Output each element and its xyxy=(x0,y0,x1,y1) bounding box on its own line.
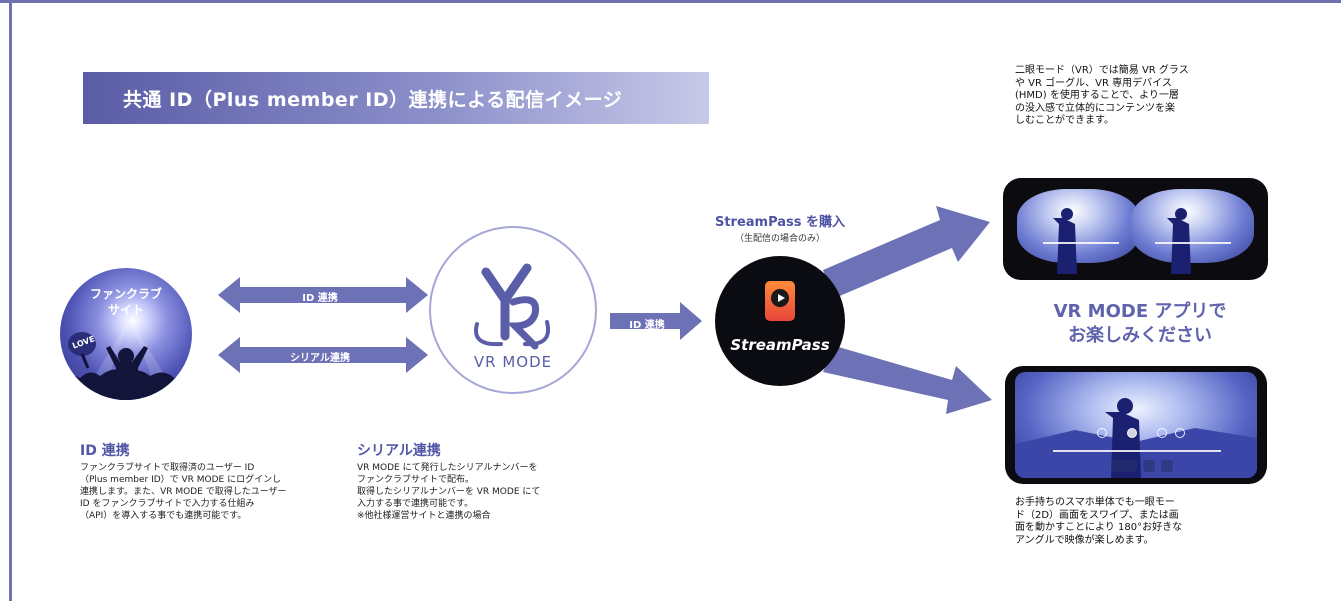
serial-link-description: VR MODE にて発行したシリアルナンバーを ファンクラブサイトで配布。 取得… xyxy=(357,463,541,521)
play-icon[interactable] xyxy=(1127,428,1137,438)
fanclub-site-circle: ファンクラブ サイト LOVE xyxy=(60,268,192,400)
vr-left-eye-view xyxy=(1017,189,1140,263)
id-link-arrow-label: ID 連携 xyxy=(302,293,338,304)
vr-to-streampass-label: ID 連携 xyxy=(629,320,665,331)
serial-link-arrow xyxy=(218,337,428,373)
vr-mode-logo-text: VR MODE xyxy=(473,353,553,371)
play-icon xyxy=(778,294,785,302)
id-link-heading: ID 連携 xyxy=(80,443,130,459)
performer-silhouette-icon xyxy=(1053,208,1191,274)
streampass-subheading: （生配信の場合のみ） xyxy=(734,234,825,244)
single-mode-screen xyxy=(1015,372,1257,478)
to-vr-phone-arrow xyxy=(823,206,990,298)
frame-top-border xyxy=(0,0,1341,3)
single-progress-bar[interactable] xyxy=(1053,450,1221,452)
id-link-arrow xyxy=(218,277,428,313)
vr-mode-phone xyxy=(1003,178,1268,280)
vr-right-progress-bar[interactable] xyxy=(1155,242,1231,244)
id-link-description: ファンクラブサイトで取得済のユーザー ID （Plus member ID）で … xyxy=(80,463,287,521)
cta-line2: お楽しみください xyxy=(1068,325,1212,346)
vr-to-streampass-arrow xyxy=(610,302,702,340)
rewind-icon[interactable] xyxy=(1097,428,1107,438)
menu-button[interactable] xyxy=(1161,460,1173,472)
streampass-logo-text: StreamPass xyxy=(730,336,830,354)
forward-icon[interactable] xyxy=(1157,428,1167,438)
vr-mode-screen xyxy=(1013,184,1258,274)
serial-link-arrow-label: シリアル連携 xyxy=(290,353,350,364)
single-mode-phone xyxy=(1005,366,1267,484)
streampass-circle: StreamPass xyxy=(715,256,845,386)
frame-left-border xyxy=(9,0,12,601)
fanclub-label: ファンクラブ サイト xyxy=(60,286,192,318)
vr-right-eye-view xyxy=(1131,189,1254,263)
to-single-phone-arrow xyxy=(823,346,992,414)
settings-button[interactable] xyxy=(1143,460,1155,472)
streampass-app-icon xyxy=(765,281,795,321)
fanclub-label-line2: サイト xyxy=(107,303,144,317)
vr-mode-note: 二眼モード（VR）では簡易 VR グラス や VR ゴーグル、VR 専用デバイス… xyxy=(1015,65,1189,126)
crowd-silhouette-icon xyxy=(60,318,192,400)
streampass-heading: StreamPass を購入 xyxy=(714,215,846,230)
serial-link-heading: シリアル連携 xyxy=(357,443,441,459)
close-icon[interactable] xyxy=(1175,428,1185,438)
vr-mode-circle: VR MODE xyxy=(429,226,597,394)
vr-left-progress-bar[interactable] xyxy=(1043,242,1119,244)
vr-logo-icon xyxy=(474,263,550,350)
vr-toggle-button[interactable] xyxy=(1111,460,1137,472)
cta-line1: VR MODE アプリで xyxy=(1053,301,1227,322)
page-title: 共通 ID（Plus member ID）連携による配信イメージ xyxy=(83,72,709,124)
single-mode-note: お手持ちのスマホ単体でも一眼モー ド（2D）画面をスワイプ、または画 面を動かす… xyxy=(1015,497,1183,546)
app-cta: VR MODE アプリで お楽しみください xyxy=(1010,300,1270,348)
fanclub-label-line1: ファンクラブ xyxy=(89,287,162,301)
